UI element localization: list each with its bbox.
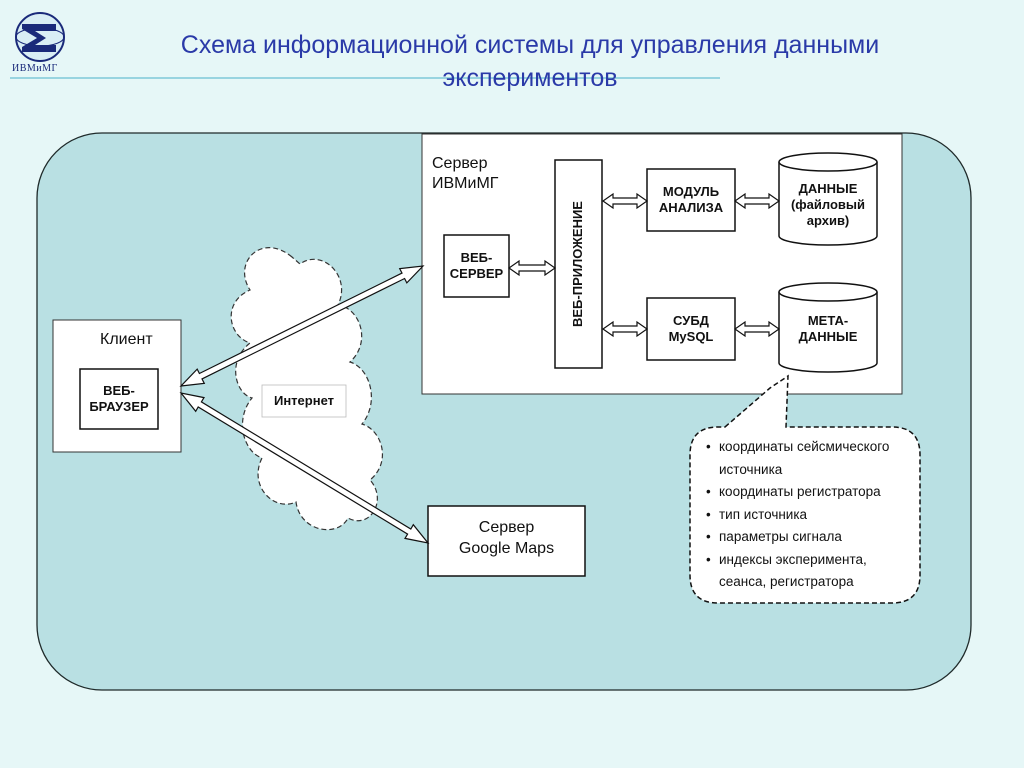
arrow-browser-to-webserver: [179, 265, 425, 387]
web-app-label: ВЕБ-ПРИЛОЖЕНИЕ: [570, 201, 585, 327]
arrow-analysis-data: [733, 192, 781, 210]
data-archive-label-line1: ДАННЫЕ: [798, 181, 858, 196]
browser-label-line2: БРАУЗЕР: [89, 399, 149, 414]
analysis-module-label-line1: МОДУЛЬ: [662, 184, 720, 199]
arrow-dbms-metadata: [733, 320, 781, 338]
list-item: индексы эксперимента, сеанса, регистрато…: [700, 549, 915, 594]
logo-label: ИВМиМГ: [12, 63, 58, 74]
dbms-label-line2: MySQL: [668, 329, 714, 344]
internet-label: Интернет: [273, 393, 334, 408]
dbms-label-line1: СУБД: [673, 313, 709, 328]
arrow-browser-to-google: [179, 392, 430, 544]
web-server-box: [443, 234, 510, 298]
metadata-label-line1: МЕТА-: [807, 313, 849, 328]
ivmimg-server-label-line1: Сервер: [432, 155, 488, 172]
web-server-label-line2: СЕРВЕР: [449, 266, 504, 281]
data-archive-cylinder: [778, 152, 878, 246]
ivmimg-server-label-line2: ИВМиМГ: [432, 175, 499, 192]
google-server-label-line2: Google Maps: [458, 540, 555, 557]
data-archive-label-line3: архив): [806, 213, 850, 228]
metadata-cylinder: [778, 282, 878, 373]
metadata-fields-list: координаты сейсмического источника коорд…: [700, 436, 915, 594]
ivmimg-logo-icon: [15, 12, 65, 62]
arrow-webapp-analysis: [601, 192, 649, 210]
web-app-box: [554, 159, 603, 369]
list-item: координаты сейсмического источника: [700, 436, 915, 481]
analysis-module-box: [646, 168, 736, 232]
list-item: координаты регистратора: [700, 481, 915, 504]
browser-label-line1: ВЕБ-: [103, 383, 135, 398]
web-browser-box: [79, 368, 159, 430]
data-archive-label-line2: (файловый: [790, 197, 866, 212]
google-server-label-line1: Сервер: [478, 519, 535, 536]
metadata-label-line2: ДАННЫЕ: [798, 329, 858, 344]
analysis-module-label-line2: АНАЛИЗА: [658, 200, 724, 215]
web-server-label-line1: ВЕБ-: [460, 250, 493, 265]
client-label: Клиент: [100, 331, 153, 348]
list-item: тип источника: [700, 504, 915, 527]
google-maps-server-box: [427, 505, 586, 577]
arrow-webapp-dbms: [601, 320, 649, 338]
title-line-2: экспериментов: [442, 64, 618, 92]
title-line-1: Схема информационной системы для управле…: [180, 31, 880, 59]
list-item: параметры сигнала: [700, 526, 915, 549]
arrows-layer: [179, 192, 781, 544]
arrow-webserver-webapp: [507, 259, 557, 277]
internet-label-box: [261, 384, 347, 418]
dbms-box: [646, 297, 736, 361]
